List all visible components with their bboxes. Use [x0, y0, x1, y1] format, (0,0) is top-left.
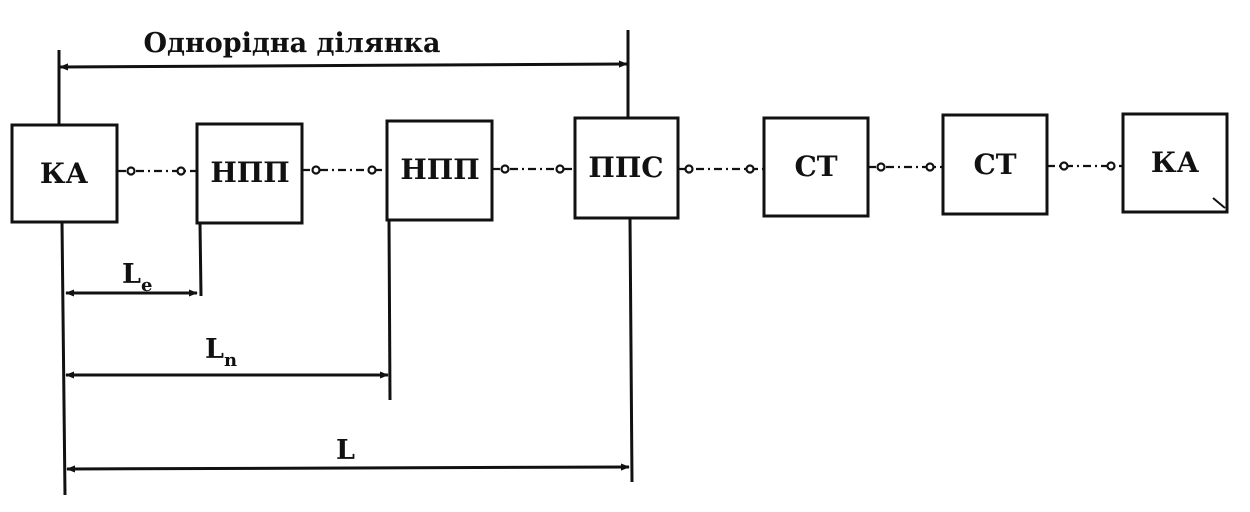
block-frame — [10, 123, 119, 224]
ln-label-base: L — [205, 334, 224, 365]
scan-mark — [1212, 197, 1226, 209]
block-label: КА — [1151, 146, 1199, 179]
ln-label-subscript: n — [224, 350, 237, 371]
connection-ka-npp — [118, 166, 197, 176]
block-frame — [941, 113, 1049, 216]
connection-node — [500, 164, 510, 174]
block-npp-2: НПП — [385, 119, 494, 222]
block-frame — [762, 116, 870, 218]
connection-node — [925, 162, 935, 172]
le-label: Le — [122, 259, 152, 296]
extension-line-pps-bottom — [628, 217, 634, 483]
connection-node — [367, 165, 377, 175]
connection-node — [1106, 161, 1116, 171]
dimension-arrows — [59, 60, 630, 473]
connection-node — [126, 166, 136, 176]
extension-line-npp2 — [387, 219, 392, 401]
connection-node — [684, 164, 694, 174]
connection-node — [745, 164, 755, 174]
block-npp-1: НПП — [195, 122, 304, 225]
connection-st-ka — [1047, 161, 1123, 171]
block-ka-end: КА — [1121, 112, 1229, 214]
connection-st-st — [868, 162, 943, 172]
connections — [118, 161, 1123, 176]
block-label: КА — [40, 157, 88, 190]
block-ka-start: КА — [10, 123, 119, 224]
block-label: НПП — [210, 156, 289, 189]
block-label: СТ — [973, 148, 1016, 181]
block-frame — [195, 122, 304, 225]
extension-line-npp1 — [198, 222, 203, 297]
block-frame — [573, 116, 680, 220]
l-dimension-arrow — [66, 463, 630, 473]
block-pps: ППС — [573, 116, 680, 220]
le-label-subscript: e — [141, 275, 152, 296]
diagram-title: Однорідна ділянка — [143, 28, 440, 59]
connection-node — [1059, 161, 1069, 171]
connection-node — [311, 165, 321, 175]
l-label: L — [336, 435, 355, 466]
homogeneous-section-arrow — [59, 60, 628, 71]
block-st-2: СТ — [941, 113, 1049, 216]
connection-pps-st — [678, 164, 764, 174]
connection-node — [555, 164, 565, 174]
connection-npp-npp — [302, 165, 387, 175]
block-frame — [385, 119, 494, 222]
extension-lines — [57, 30, 634, 496]
block-st-1: СТ — [762, 116, 870, 218]
block-label: ППС — [588, 151, 663, 184]
ln-label: Ln — [205, 334, 237, 371]
block-label: СТ — [794, 150, 837, 183]
connection-node — [176, 166, 186, 176]
block-frame — [1121, 112, 1229, 214]
block-label: НПП — [400, 153, 479, 186]
connection-node — [876, 162, 886, 172]
le-label-base: L — [122, 259, 141, 290]
connection-npp-pps — [492, 164, 575, 174]
extension-line-left-bottom — [60, 221, 67, 496]
